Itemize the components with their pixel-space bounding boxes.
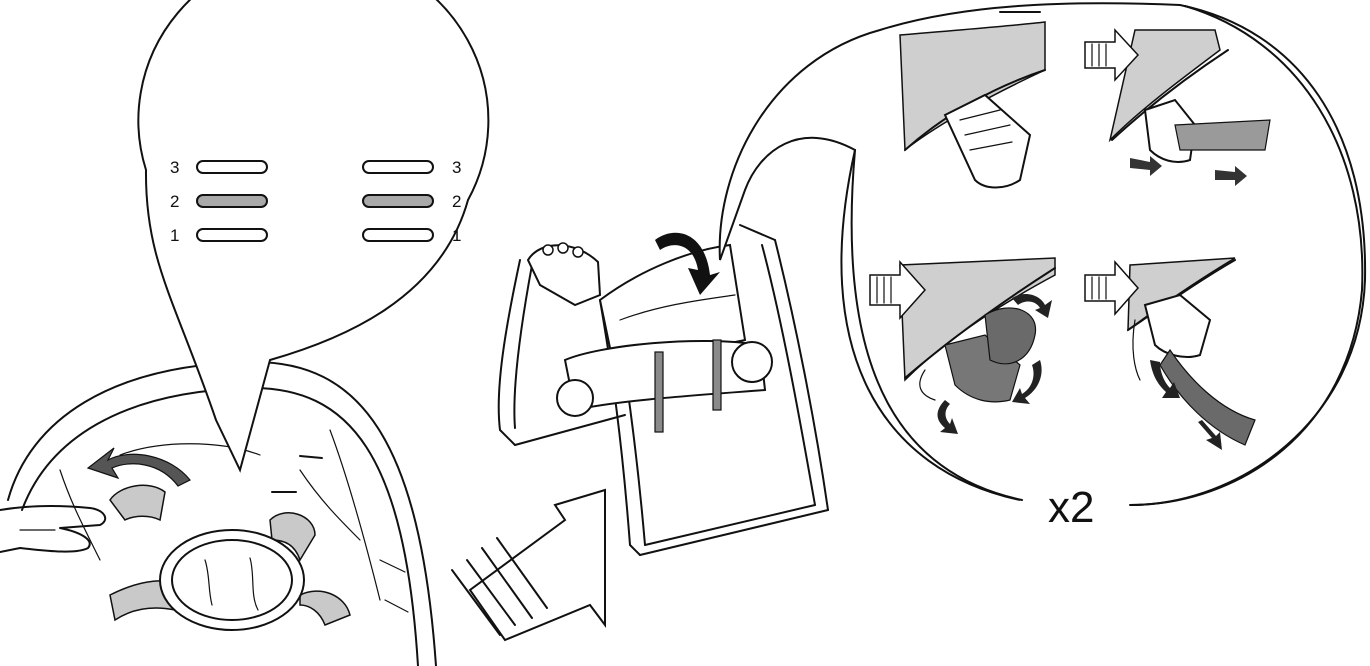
seat-slot-mark	[300, 456, 322, 458]
crotch-pad-inner	[172, 540, 292, 620]
strap-icon	[1175, 120, 1270, 150]
shoulder-strap	[110, 485, 165, 520]
frame-leg-right	[775, 240, 828, 510]
frame-top-joint	[740, 225, 775, 240]
frame-base-front	[640, 510, 828, 555]
motor-housing	[528, 245, 600, 305]
seat-quilt-line	[60, 470, 100, 560]
frame-leg	[499, 260, 520, 445]
curved-arrow-icon	[88, 448, 190, 486]
multiplier-label: x2	[1048, 483, 1094, 532]
slot-label-right: 3	[452, 158, 461, 177]
direction-arrow-icon	[452, 490, 605, 640]
detail-bubble	[720, 3, 1365, 505]
swing-frame	[499, 225, 828, 555]
slot-label-left: 3	[170, 158, 179, 177]
lap-strap-right	[300, 591, 350, 625]
slot-1-right	[363, 229, 433, 241]
slot-3-left	[197, 161, 267, 173]
toy-ball-icon	[732, 342, 772, 382]
slot-2-right	[363, 195, 433, 207]
slot-label-left: 1	[170, 226, 179, 245]
seat-quilt-line	[380, 560, 405, 572]
frame-leg-right	[762, 245, 815, 505]
slot-2-left	[197, 195, 267, 207]
seat-quilt-line	[385, 600, 408, 612]
frame-leg	[514, 265, 532, 428]
slot-label-left: 2	[170, 192, 179, 211]
control-button	[558, 243, 568, 253]
frame-base-front	[645, 505, 815, 545]
slot-label-right: 1	[452, 226, 461, 245]
harness-strap	[655, 352, 663, 432]
hand-icon	[0, 506, 105, 552]
control-button	[543, 245, 553, 255]
buckle-detail-callout: x2	[720, 3, 1365, 532]
frame-base	[515, 415, 625, 445]
harness-strap	[713, 340, 721, 410]
control-button	[573, 247, 583, 257]
slot-label-right: 2	[452, 192, 461, 211]
slot-3-right	[363, 161, 433, 173]
slot-1-left	[197, 229, 267, 241]
toy-wheel-icon	[557, 380, 593, 416]
